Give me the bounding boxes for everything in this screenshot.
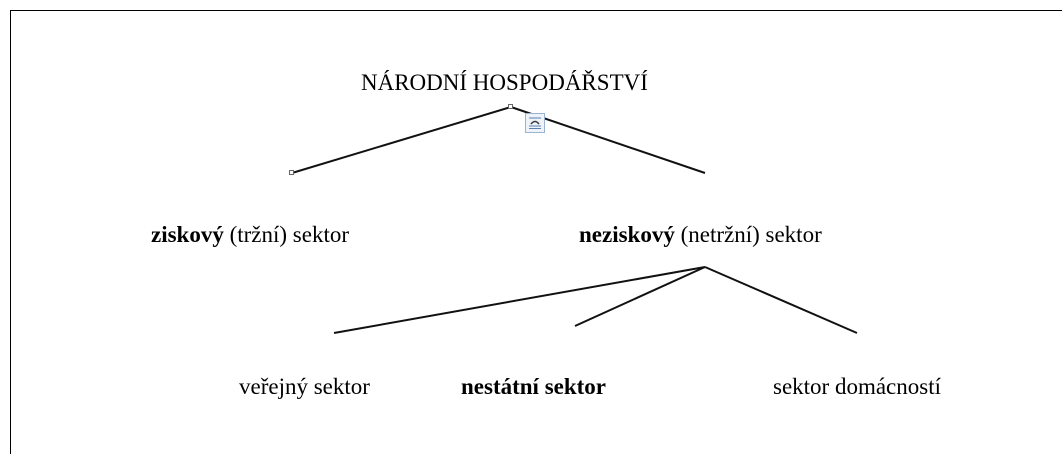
document-page: NÁRODNÍ HOSPODÁŘSTVÍ ziskový (tržní) sek… xyxy=(10,10,1062,454)
right-sector-bold: neziskový xyxy=(579,222,675,247)
household-sector-label: sektor domácností xyxy=(773,374,941,399)
connector-right-public xyxy=(333,266,706,334)
right-sector-label: neziskový (netržní) sektor xyxy=(579,223,822,246)
connector-right-household xyxy=(704,266,858,334)
selection-handle-start[interactable] xyxy=(508,104,513,109)
left-sector-bold: ziskový xyxy=(151,222,224,247)
right-sector-rest: (netržní) sektor xyxy=(674,222,822,247)
layout-options-glyph xyxy=(529,117,541,129)
left-sector-rest: (tržní) sektor xyxy=(223,222,350,247)
root-node-label: NÁRODNÍ HOSPODÁŘSTVÍ xyxy=(361,70,648,95)
nonstate-sector-label: nestátní sektor xyxy=(461,374,607,399)
left-sector-label: ziskový (tržní) sektor xyxy=(151,223,349,246)
connector-right-nonstate xyxy=(574,266,706,327)
public-sector-label: veřejný sektor xyxy=(239,374,370,399)
layout-options-icon[interactable] xyxy=(525,113,545,133)
selection-handle-end[interactable] xyxy=(289,170,294,175)
connector-root-left[interactable] xyxy=(291,106,512,174)
